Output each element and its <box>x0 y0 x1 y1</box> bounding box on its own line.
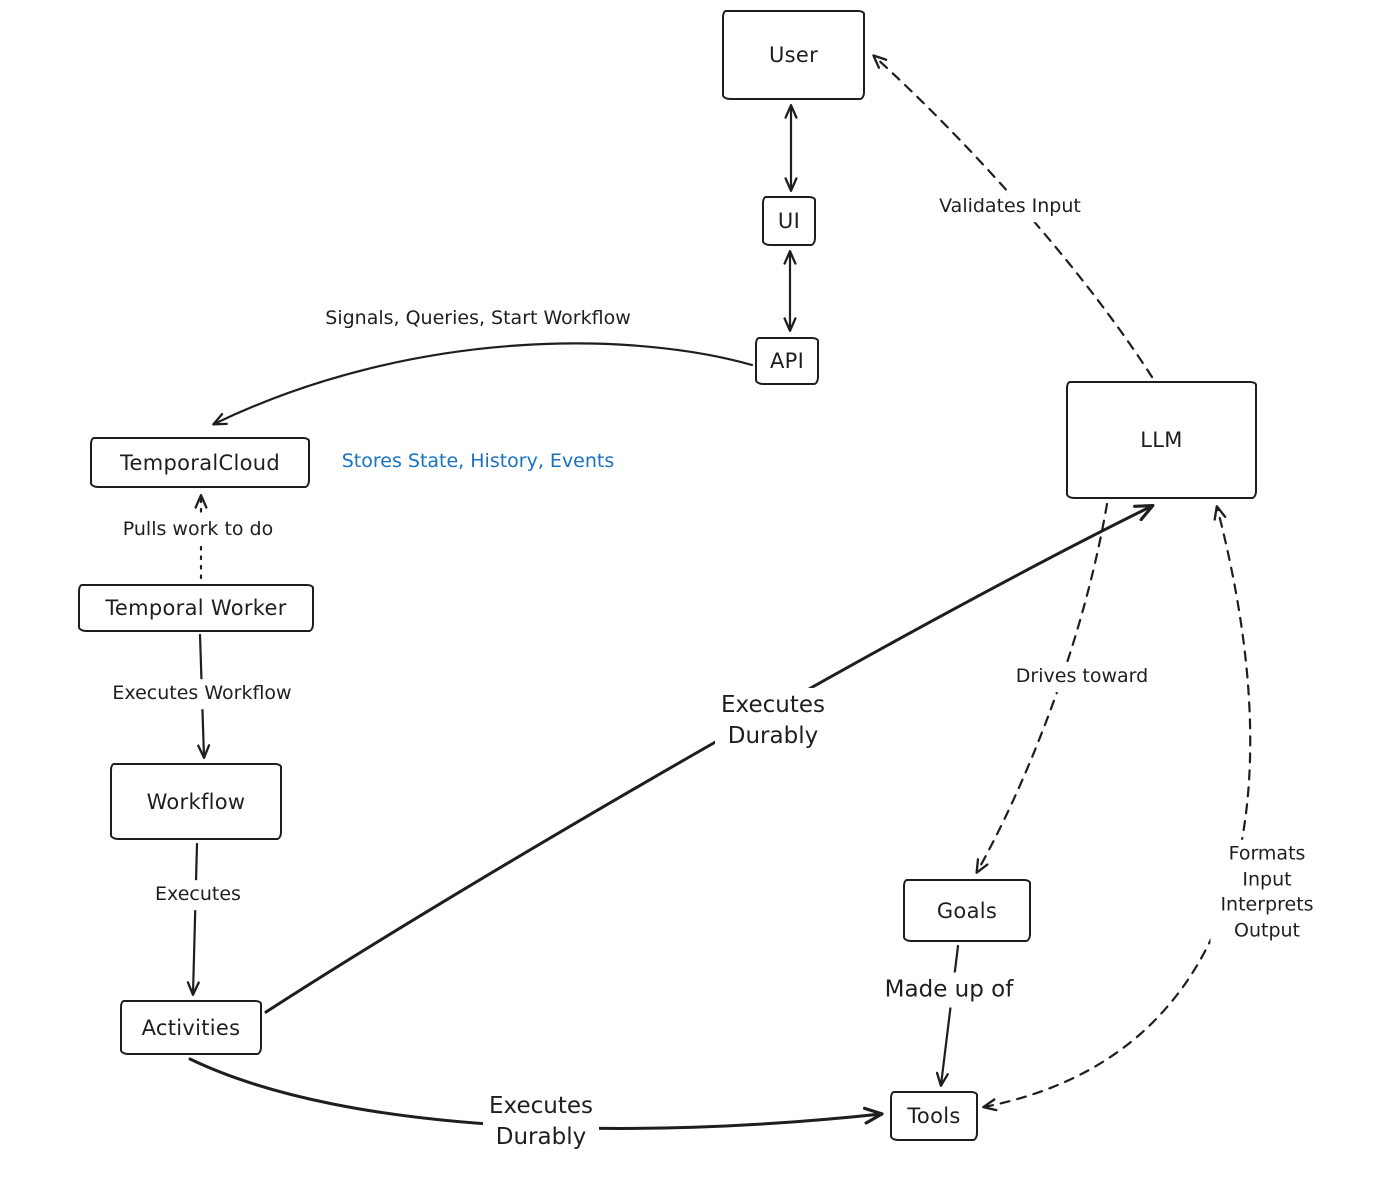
edge-label-drives-toward: Drives toward <box>1009 662 1155 692</box>
arrow-tools-llm <box>982 505 1252 1112</box>
edge-label-made-up-of: Made up of <box>878 972 1020 1008</box>
node-temporal-worker-label: Temporal Worker <box>105 596 287 620</box>
edge-label-signals-queries: Signals, Queries, Start Workflow <box>319 304 637 334</box>
node-user: User <box>722 10 865 100</box>
node-ui-label: UI <box>777 209 801 233</box>
node-temporal-cloud: TemporalCloud <box>90 437 310 488</box>
node-workflow: Workflow <box>110 763 282 840</box>
node-workflow-label: Workflow <box>146 789 246 814</box>
node-ui: UI <box>762 196 816 246</box>
node-llm: LLM <box>1066 381 1257 499</box>
node-tools-label: Tools <box>907 1104 961 1128</box>
node-api-label: API <box>769 349 805 373</box>
node-activities-label: Activities <box>141 1015 241 1040</box>
label-stores-state: Stores State, History, Events <box>335 447 621 477</box>
node-temporal-worker: Temporal Worker <box>78 584 314 632</box>
edge-label-executes: Executes <box>149 880 247 910</box>
node-activities: Activities <box>120 1000 262 1055</box>
node-temporal-cloud-label: TemporalCloud <box>119 450 281 475</box>
node-goals-label: Goals <box>936 898 998 923</box>
edge-label-executes-durably-llm: Executes Durably <box>715 687 831 755</box>
node-goals: Goals <box>903 879 1031 942</box>
edge-label-pulls-work: Pulls work to do <box>116 515 280 545</box>
arrow-workflow-activities <box>186 842 200 996</box>
node-api: API <box>755 337 819 385</box>
arrow-api-temporalcloud <box>212 342 754 426</box>
edge-label-validates-input: Validates Input <box>933 192 1087 222</box>
arrow-goals-tools <box>935 944 960 1087</box>
edge-label-executes-durably-tools: Executes Durably <box>483 1088 599 1156</box>
node-tools: Tools <box>890 1091 978 1141</box>
arrow-llm-user <box>872 54 1154 379</box>
edge-label-formats-interprets: Formats Input Interprets Output <box>1210 839 1324 947</box>
node-llm-label: LLM <box>1140 428 1183 452</box>
edge-label-executes-workflow: Executes Workflow <box>106 679 298 709</box>
node-user-label: User <box>768 43 819 67</box>
